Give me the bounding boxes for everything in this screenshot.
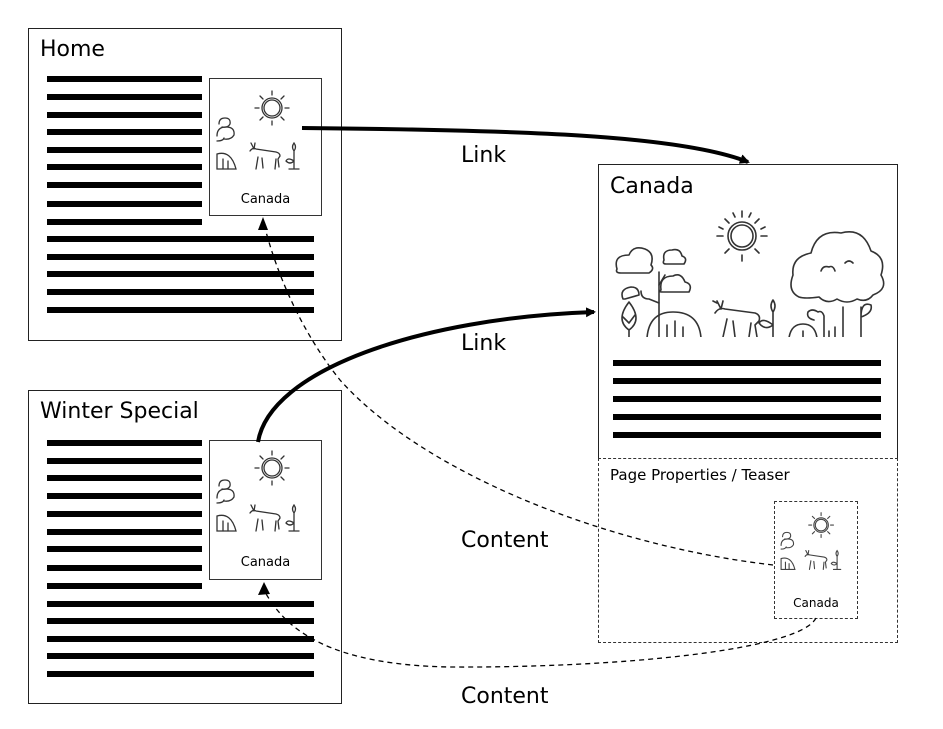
text-line <box>47 636 314 642</box>
text-line <box>47 565 202 571</box>
tree-icon <box>615 247 702 337</box>
deer-icon <box>249 142 281 170</box>
text-line <box>613 432 881 438</box>
plant-icon <box>285 503 300 532</box>
winter-special-page: Winter Special <box>28 390 342 704</box>
tree-icon <box>216 479 237 532</box>
home-page: Home <box>28 28 342 341</box>
text-line <box>47 671 314 677</box>
plant-icon <box>830 549 842 570</box>
text-line <box>47 201 202 207</box>
text-line <box>47 307 314 313</box>
winter-special-teaser[interactable]: Canada <box>209 440 322 580</box>
canada-teaser-properties[interactable]: Canada <box>774 501 858 619</box>
text-line <box>47 529 202 535</box>
nature-scene-icon <box>216 450 300 532</box>
canada-page-properties: Page Properties / Teaser <box>598 458 898 643</box>
text-line <box>47 653 314 659</box>
text-line <box>47 254 314 260</box>
plant-icon <box>285 141 300 170</box>
text-line <box>47 112 202 118</box>
text-line <box>47 129 202 135</box>
plant-icon <box>758 299 776 337</box>
text-line <box>47 493 202 499</box>
text-line <box>47 440 202 446</box>
text-line <box>47 94 202 100</box>
text-line <box>47 618 314 624</box>
text-line <box>613 396 881 402</box>
text-line <box>47 475 202 481</box>
text-line <box>47 219 202 225</box>
link-label-home: Link <box>461 143 507 168</box>
canada-page[interactable]: Canada <box>598 164 898 460</box>
text-line <box>47 546 202 552</box>
tree-icon <box>780 531 796 570</box>
link-label-winter-special: Link <box>461 331 507 356</box>
home-page-title: Home <box>40 37 105 62</box>
sun-icon <box>254 450 290 486</box>
nature-scene-icon <box>780 512 842 570</box>
text-line <box>47 583 202 589</box>
sun-icon <box>808 512 834 538</box>
content-label-home: Content <box>461 528 549 553</box>
text-line <box>47 289 314 295</box>
text-line <box>47 164 202 170</box>
text-line <box>47 76 202 82</box>
link-arrow-home-to-canada <box>301 126 750 164</box>
deer-icon <box>712 300 761 337</box>
text-line <box>47 182 202 188</box>
text-line <box>613 414 881 420</box>
sun-icon <box>254 90 290 126</box>
text-line <box>47 601 314 607</box>
nature-scene-icon <box>216 90 300 170</box>
sun-icon <box>716 210 768 262</box>
nature-scene-icon <box>615 210 885 337</box>
page-properties-label: Page Properties / Teaser <box>610 466 790 484</box>
home-teaser[interactable]: Canada <box>209 78 322 216</box>
deer-icon <box>804 550 828 570</box>
text-line <box>47 511 202 517</box>
winter-special-teaser-label: Canada <box>240 555 291 570</box>
text-line <box>47 147 202 153</box>
text-line <box>613 378 881 384</box>
deer-icon <box>249 504 281 532</box>
canada-teaser-label: Canada <box>793 596 839 610</box>
winter-special-page-title: Winter Special <box>40 399 199 424</box>
text-line <box>47 458 202 464</box>
text-line <box>47 271 314 277</box>
canada-page-title: Canada <box>610 174 694 199</box>
text-line <box>47 236 314 242</box>
content-label-winter-special: Content <box>461 684 549 709</box>
home-teaser-label: Canada <box>240 192 291 207</box>
tree-icon <box>788 231 885 337</box>
tree-icon <box>216 117 237 170</box>
text-line <box>613 360 881 366</box>
